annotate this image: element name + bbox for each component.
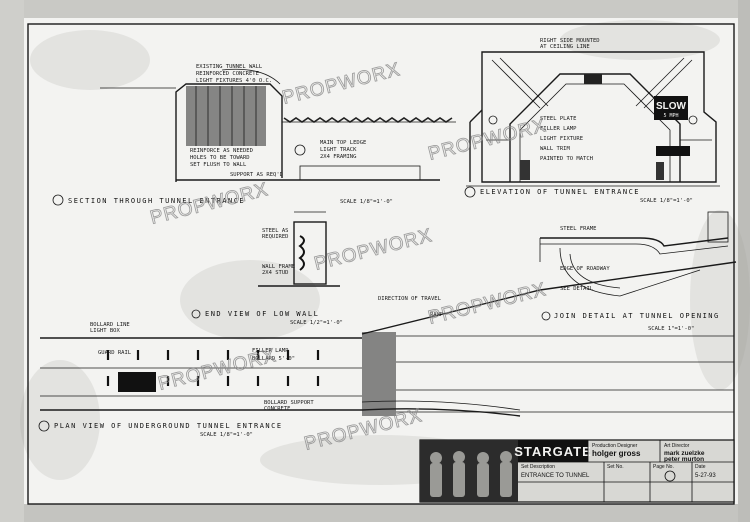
production-designer-name: holger gross — [592, 449, 641, 458]
svg-text:LIGHT TRACK: LIGHT TRACK — [320, 147, 357, 153]
svg-text:RAMP: RAMP — [430, 312, 444, 318]
page-no-label: Page No. — [653, 464, 674, 470]
svg-text:DIRECTION OF TRAVEL: DIRECTION OF TRAVEL — [378, 296, 442, 302]
sheet-border — [27, 23, 735, 505]
elevation-view: SLOW 5 MPH RIGHT SIDE MOUNTED AT CEILING… — [464, 38, 720, 204]
svg-text:WALL TRIM: WALL TRIM — [540, 146, 570, 152]
svg-text:SUPPORT AS REQ'D: SUPPORT AS REQ'D — [230, 172, 283, 178]
date-value: 5-27-93 — [695, 473, 716, 479]
svg-text:CONCRETE: CONCRETE — [264, 406, 291, 412]
art-director-label: Art Director — [664, 443, 690, 449]
set-description-label: Set Description — [521, 464, 555, 470]
section-view: EXISTING TUNNEL WALL REINFORCED CONCRETE… — [52, 64, 456, 206]
plan-view: BOLLARD LINE LIGHT BOX GUARD RAIL FILLER… — [38, 261, 737, 438]
svg-text:2X4 FRAMING: 2X4 FRAMING — [320, 154, 356, 160]
svg-text:SEE DETAIL: SEE DETAIL — [560, 286, 594, 292]
svg-text:GUARD RAIL: GUARD RAIL — [98, 350, 132, 356]
stargate-logo: STARGATE — [514, 444, 592, 459]
production-designer-label: Production Designer — [592, 443, 638, 449]
svg-text:BOLLARD 5'-0": BOLLARD 5'-0" — [252, 356, 295, 362]
svg-text:2X4 STUD: 2X4 STUD — [262, 270, 289, 276]
svg-text:BOLLARD SUPPORT: BOLLARD SUPPORT — [264, 400, 314, 406]
tunnel-sign — [656, 146, 690, 156]
date-label: Date — [695, 464, 706, 470]
plan-caption: PLAN VIEW OF UNDERGROUND TUNNEL ENTRANCE — [54, 422, 283, 430]
svg-text:SET FLUSH TO WALL: SET FLUSH TO WALL — [190, 162, 247, 168]
svg-text:STEEL AS: STEEL AS — [262, 228, 289, 234]
end-view-scale: SCALE 1/2"=1'-0" — [290, 320, 343, 326]
detail-scale: SCALE 1"=1'-0" — [648, 326, 694, 332]
svg-text:STEEL PLATE: STEEL PLATE — [540, 116, 576, 122]
svg-text:FILLER LAMP: FILLER LAMP — [252, 348, 289, 354]
svg-text:PAINTED TO MATCH: PAINTED TO MATCH — [540, 156, 593, 162]
svg-text:WALL FRAME: WALL FRAME — [262, 264, 295, 270]
svg-text:MAIN TOP LEDGE: MAIN TOP LEDGE — [320, 140, 366, 146]
svg-text:LIGHT FIXTURES 4'0 O.C.: LIGHT FIXTURES 4'0 O.C. — [196, 78, 272, 84]
svg-text:REINFORCED CONCRETE: REINFORCED CONCRETE — [196, 71, 259, 77]
title-block: STARGATE Production Designer holger gros… — [419, 439, 735, 503]
slow-sign-text: SLOW — [656, 101, 687, 112]
svg-text:EDGE OF ROADWAY: EDGE OF ROADWAY — [560, 266, 610, 272]
speed-sign-text: 5 MPH — [663, 113, 678, 119]
svg-text:BOLLARD LINE: BOLLARD LINE — [90, 322, 130, 328]
join-detail: STEEL FRAME EDGE OF ROADWAY SEE DETAIL J… — [539, 211, 729, 332]
svg-text:FILLER LAMP: FILLER LAMP — [540, 126, 577, 132]
set-no-label: Set No. — [607, 464, 624, 470]
svg-text:EXISTING TUNNEL WALL: EXISTING TUNNEL WALL — [196, 64, 263, 70]
plan-scale: SCALE 1/8"=1'-0" — [200, 432, 253, 438]
svg-text:LIGHT FIXTURE: LIGHT FIXTURE — [540, 136, 583, 142]
elevation-caption: ELEVATION OF TUNNEL ENTRANCE — [480, 188, 640, 196]
set-description-value: ENTRANCE TO TUNNEL — [521, 473, 590, 479]
elevation-scale: SCALE 1/8"=1'-0" — [640, 198, 693, 204]
end-view-caption: END VIEW OF LOW WALL — [205, 310, 319, 318]
svg-text:LIGHT BOX: LIGHT BOX — [90, 328, 120, 334]
svg-text:AT CEILING LINE: AT CEILING LINE — [540, 44, 590, 50]
art-director-2: peter murton — [664, 456, 704, 463]
detail-caption: JOIN DETAIL AT TUNNEL OPENING — [554, 312, 720, 320]
smudges — [20, 20, 750, 485]
slow-sign: SLOW 5 MPH — [654, 96, 688, 120]
end-view: STEEL AS REQUIRED WALL FRAME 2X4 STUD EN… — [191, 211, 343, 326]
section-caption: SECTION THROUGH TUNNEL ENTRANCE — [68, 197, 245, 205]
figure-silhouettes — [430, 451, 512, 497]
art-director-1: mark zuelzke — [664, 450, 705, 457]
svg-text:RIGHT SIDE MOUNTED: RIGHT SIDE MOUNTED — [540, 38, 600, 44]
svg-text:STEEL FRAME: STEEL FRAME — [560, 226, 596, 232]
plan-note-box — [118, 372, 156, 392]
svg-text:HOLES TO BE TOWARD: HOLES TO BE TOWARD — [190, 155, 250, 161]
svg-text:REINFORCE AS NEEDED: REINFORCE AS NEEDED — [190, 148, 253, 154]
section-scale: SCALE 1/8"=1'-0" — [340, 199, 393, 205]
plan-junction — [362, 332, 396, 416]
svg-text:REQUIRED: REQUIRED — [262, 234, 289, 240]
